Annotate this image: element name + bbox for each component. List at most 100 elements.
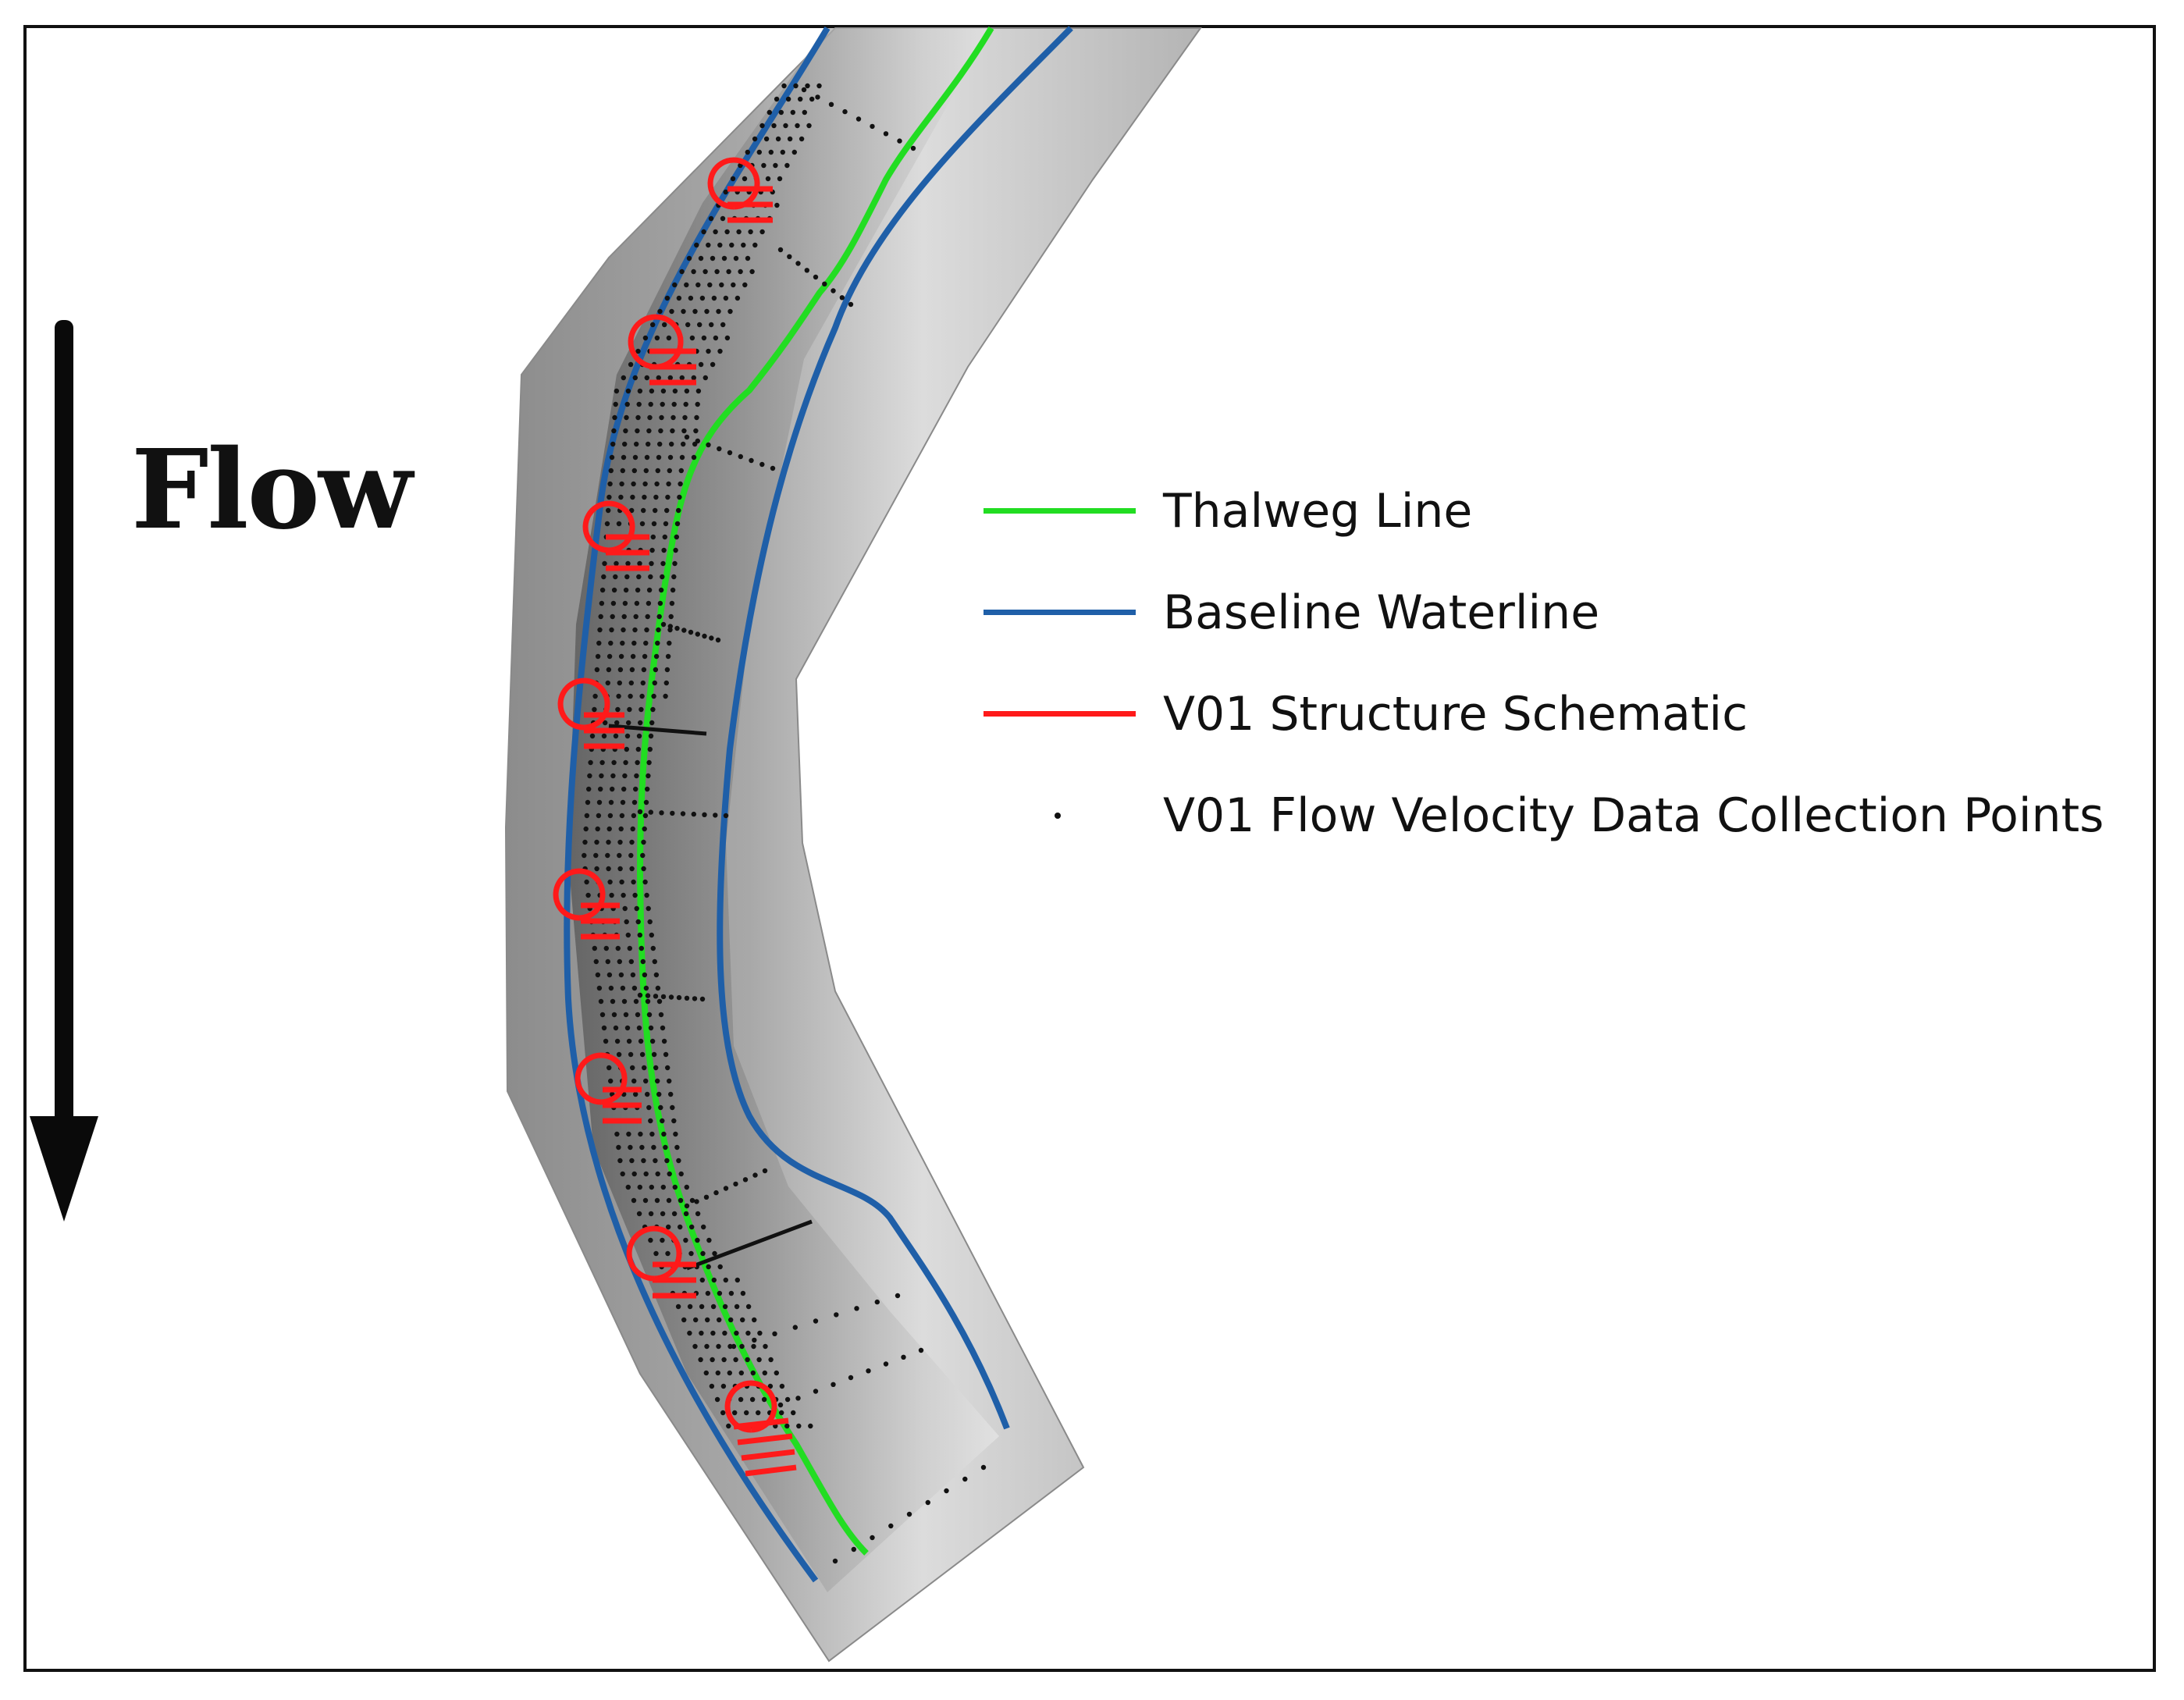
velocity-point (691, 375, 696, 381)
velocity-point (767, 109, 772, 116)
velocity-point (676, 507, 681, 514)
velocity-point (608, 640, 614, 646)
velocity-point (604, 521, 610, 527)
velocity-point (633, 786, 638, 792)
structure-3 (582, 500, 649, 571)
velocity-point (687, 1303, 693, 1310)
velocity-point (663, 1051, 669, 1058)
velocity-point (694, 414, 699, 421)
velocity-point (655, 1171, 660, 1177)
velocity-point (628, 361, 634, 368)
transect-point (742, 1177, 749, 1183)
structure-4 (557, 678, 624, 749)
transect-point (709, 635, 714, 641)
velocity-point (635, 414, 641, 421)
velocity-point (705, 1317, 710, 1323)
velocity-point (646, 587, 653, 593)
velocity-point (660, 1025, 666, 1031)
velocity-point (816, 83, 822, 89)
velocity-point (614, 560, 619, 567)
velocity-point (711, 295, 717, 301)
velocity-point (588, 759, 593, 766)
velocity-point (678, 1171, 684, 1177)
velocity-point (717, 242, 723, 248)
velocity-point (582, 839, 588, 845)
velocity-point (654, 481, 660, 487)
velocity-point (723, 1277, 728, 1283)
velocity-point (679, 375, 685, 381)
velocity-point (595, 653, 601, 660)
velocity-point (631, 985, 638, 991)
velocity-point (633, 998, 639, 1005)
transect-point (715, 637, 721, 643)
velocity-point (653, 494, 659, 500)
velocity-point (727, 1370, 732, 1376)
velocity-point (670, 587, 676, 593)
velocity-point (745, 1303, 752, 1310)
transect-point (848, 1375, 854, 1381)
velocity-point (733, 1357, 738, 1363)
velocity-point (694, 242, 699, 248)
velocity-point (628, 1051, 634, 1058)
velocity-point (703, 375, 708, 381)
velocity-point (623, 587, 629, 593)
velocity-point (657, 441, 663, 447)
velocity-point (762, 1370, 767, 1376)
velocity-point (632, 454, 638, 461)
transect-point (813, 1389, 819, 1394)
velocity-point (676, 295, 682, 301)
velocity-point (593, 958, 599, 965)
transect-point (777, 1402, 784, 1408)
legend-label-thalweg: Thalweg Line (1163, 484, 1473, 539)
velocity-point (761, 162, 767, 169)
velocity-point (599, 773, 604, 779)
velocity-point (672, 1184, 678, 1190)
velocity-point (649, 1184, 654, 1190)
velocity-point (613, 401, 618, 407)
velocity-point (671, 1211, 678, 1217)
velocity-point (630, 1065, 635, 1071)
velocity-point (787, 136, 793, 142)
velocity-point (667, 375, 673, 381)
velocity-point (710, 1357, 715, 1363)
transect-point (684, 1203, 690, 1209)
velocity-point (710, 1303, 717, 1310)
velocity-point (635, 428, 640, 434)
velocity-point (778, 109, 784, 116)
velocity-point (667, 1078, 672, 1084)
transect-point (668, 994, 674, 1000)
transect-point (759, 461, 765, 468)
velocity-point (790, 109, 795, 116)
velocity-point (644, 375, 649, 381)
velocity-point (672, 282, 678, 288)
velocity-point (625, 560, 631, 567)
velocity-point (752, 242, 758, 248)
transect-point (831, 288, 836, 293)
velocity-point (605, 852, 610, 859)
velocity-point (640, 680, 646, 686)
velocity-point (660, 1184, 666, 1190)
cross-section-line-2 (686, 1219, 813, 1271)
velocity-point (596, 640, 602, 646)
velocity-point (621, 892, 626, 898)
velocity-point (652, 958, 657, 965)
velocity-point (759, 229, 765, 235)
velocity-point (741, 242, 746, 248)
velocity-point (745, 1330, 751, 1336)
transect-point (702, 812, 707, 818)
transect-point (645, 993, 651, 998)
velocity-point (624, 414, 629, 421)
velocity-point (793, 83, 799, 89)
velocity-point (704, 1343, 710, 1350)
velocity-point (808, 1423, 813, 1429)
velocity-point (656, 613, 662, 620)
velocity-point (653, 507, 658, 514)
transect-point (848, 301, 854, 308)
velocity-point (652, 680, 657, 686)
transect-point (694, 1199, 699, 1204)
velocity-point (779, 1410, 784, 1416)
transect-point (702, 633, 707, 639)
velocity-point (601, 574, 606, 580)
velocity-point (598, 786, 603, 792)
velocity-point (670, 1104, 675, 1111)
